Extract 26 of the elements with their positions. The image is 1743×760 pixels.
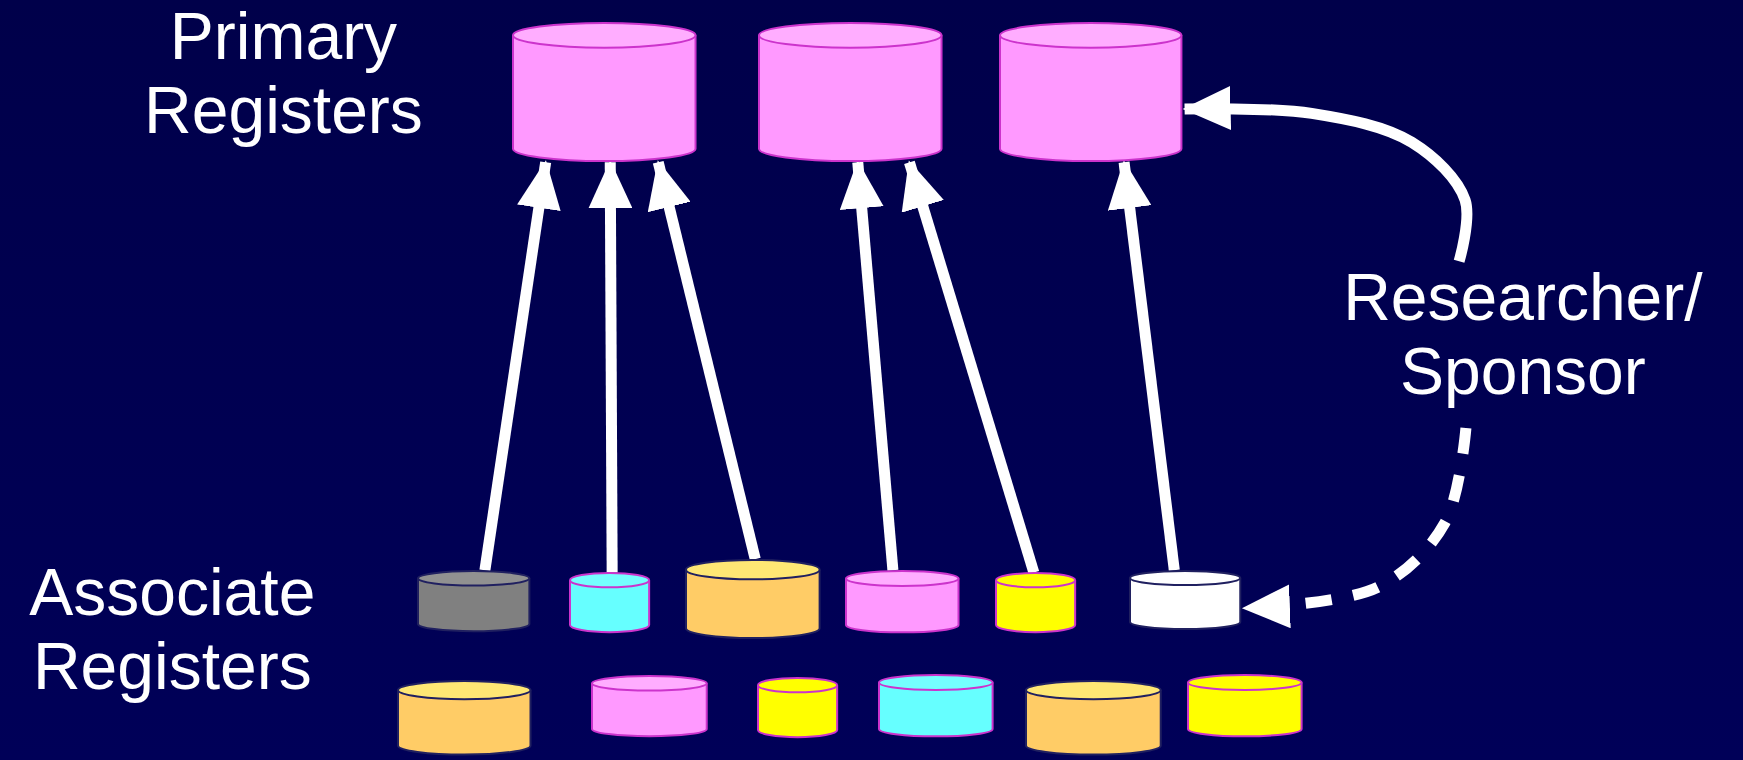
- database-cylinder: [591, 674, 709, 737]
- database-cylinder: [878, 673, 994, 737]
- database-cylinder: [758, 22, 943, 163]
- arrow: [647, 160, 761, 561]
- group-label: Primary Registers: [143, 0, 424, 148]
- database-cylinder: [994, 572, 1076, 634]
- role-label: Researcher/ Sponsor: [1295, 261, 1743, 410]
- arrow: [1107, 160, 1180, 571]
- arrow: [1241, 427, 1472, 629]
- database-cylinder: [416, 570, 531, 633]
- group-label: Associate Registers: [28, 555, 317, 704]
- arrow: [1182, 86, 1473, 263]
- database-cylinder: [999, 22, 1183, 163]
- database-cylinder: [844, 570, 960, 634]
- database-cylinder: [396, 680, 532, 756]
- database-cylinder: [1024, 680, 1162, 756]
- arrow: [479, 160, 561, 572]
- database-cylinder: [512, 22, 697, 163]
- database-cylinder: [1129, 570, 1242, 631]
- database-cylinder: [569, 572, 651, 634]
- database-cylinder: [757, 676, 839, 739]
- database-cylinder: [684, 559, 821, 640]
- database-cylinder: [1187, 673, 1303, 737]
- arrow: [901, 160, 1040, 575]
- arrow: [839, 160, 899, 571]
- arrow: [588, 160, 633, 573]
